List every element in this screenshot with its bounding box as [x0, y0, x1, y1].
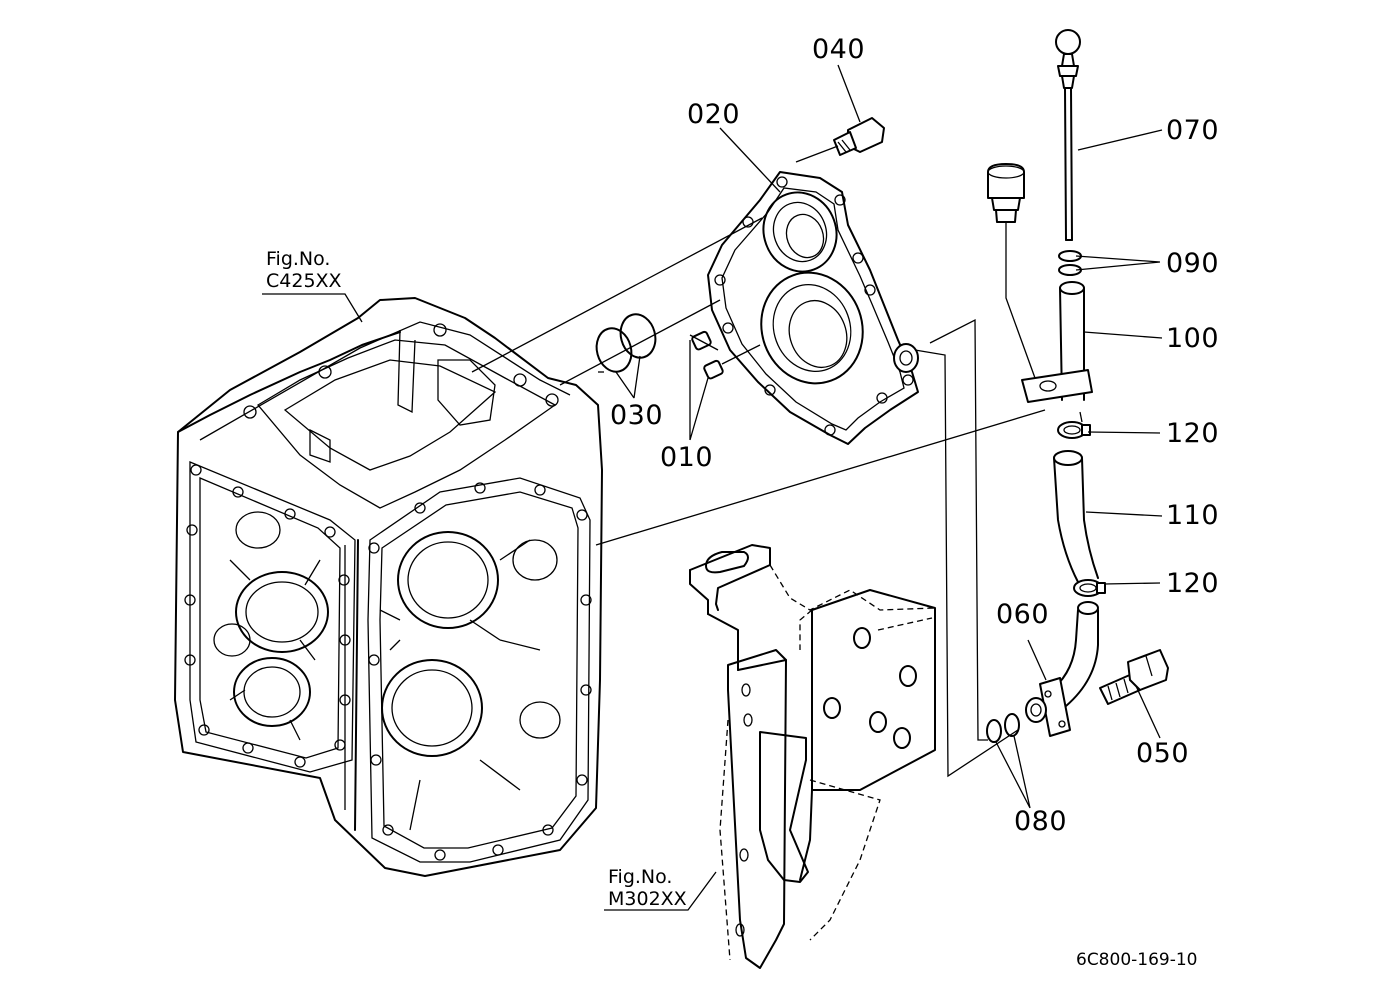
- callout-110: 110: [1166, 500, 1220, 531]
- callout-090: 090: [1166, 248, 1220, 279]
- callout-020: 020: [687, 99, 741, 130]
- callout-050: 050: [1136, 738, 1190, 769]
- banjo-bolt-050: [1099, 649, 1169, 705]
- callout-070: 070: [1166, 115, 1220, 146]
- callout-010: 010: [660, 442, 714, 473]
- fig-ref-c425xx-line2: C425XX: [266, 270, 342, 292]
- fig-ref-m302xx: Fig.No. M302XX: [608, 866, 687, 910]
- plug-040: [833, 117, 885, 156]
- cover-plate: [707, 171, 919, 445]
- callout-080: 080: [1014, 806, 1068, 837]
- fig-ref-c425xx-line1: Fig.No.: [266, 248, 331, 270]
- transmission-case: [174, 297, 603, 877]
- guide-tube-100: [1021, 281, 1093, 403]
- fig-ref-m302xx-line2: M302XX: [608, 888, 687, 910]
- frame-bracket: [689, 544, 936, 969]
- hose-clamp-upper: [1057, 421, 1091, 439]
- pipe-060: [1025, 601, 1099, 737]
- filler-cap: [987, 163, 1025, 223]
- hose-110: [1053, 450, 1099, 583]
- callout-060: 060: [996, 599, 1050, 630]
- assembly-lines: [471, 145, 1083, 778]
- dipstick-070: [1055, 29, 1081, 241]
- fig-ref-m302xx-line1: Fig.No.: [608, 866, 673, 888]
- o-rings-080: [986, 713, 1020, 743]
- callout-leaders: [262, 64, 1163, 911]
- drawing-code: 6C800-169-10: [1076, 950, 1198, 970]
- callout-120-lower: 120: [1166, 568, 1220, 599]
- hose-clamp-lower: [1073, 579, 1106, 597]
- callout-030: 030: [610, 400, 664, 431]
- fig-ref-c425xx: Fig.No. C425XX: [266, 248, 342, 292]
- o-rings: [595, 313, 657, 373]
- callout-120-upper: 120: [1166, 418, 1220, 449]
- o-rings-090: [1058, 250, 1082, 276]
- callout-040: 040: [812, 34, 866, 65]
- callout-100: 100: [1166, 323, 1220, 354]
- dowel-pins: [691, 330, 724, 380]
